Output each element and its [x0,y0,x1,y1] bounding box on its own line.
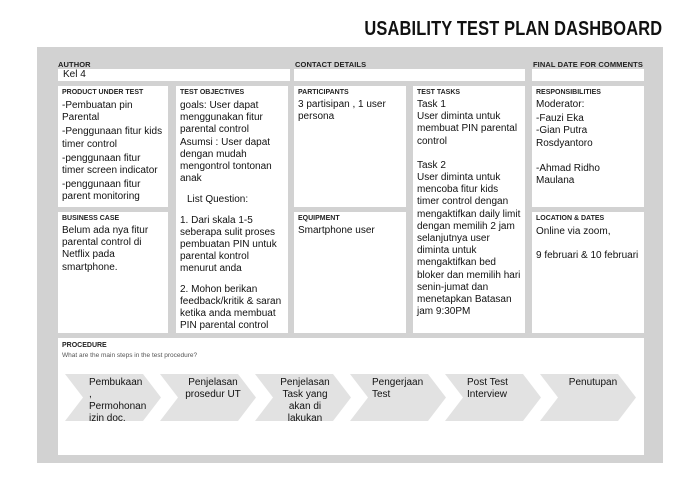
test-objectives-header: TEST OBJECTIVES [180,89,245,96]
location-dates-header: LOCATION & DATES [536,215,605,222]
page-title: USABILITY TEST PLAN DASHBOARD [364,18,662,40]
contact-field[interactable] [294,69,525,81]
moderator-label: Moderator: [536,99,585,110]
step-line: Penutupan [568,377,618,388]
test-tasks-header: TEST TASKS [417,89,461,96]
final-date-header: FINAL DATE FOR COMMENTS [533,60,643,69]
procedure-panel: PROCEDURE What are the main steps in the… [58,338,644,455]
task1-text: User diminta untuk membuat PIN parental … [417,111,518,147]
author-header: AUTHOR [58,60,91,69]
test-objectives-panel: TEST OBJECTIVES goals: User dapat menggu… [176,86,288,333]
business-case-header: BUSINESS CASE [62,215,120,222]
product-under-test-header: PRODUCT UNDER TEST [62,89,144,96]
list-question-heading: List Question: [187,194,249,206]
equipment-panel: EQUIPMENT Smartphone user [294,212,406,333]
step-line: Task yang [282,389,328,400]
contact-header: CONTACT DETAILS [295,60,367,69]
final-date-field[interactable] [532,69,644,81]
product-item: -Penggunaan fitur kids timer control [62,126,163,150]
objective-question: 2. Mohon berikan feedback/kritik & saran… [180,283,282,332]
step-line: Permohonan [89,401,147,412]
step-line: izin doc. [89,413,126,424]
procedure-step: Penjelasan prosedur UT [160,374,256,421]
chevron-arrow [540,374,636,421]
objective-goals: goals: User dapat menggunakan fitur pare… [180,100,263,136]
product-item: -penggunaan fitur parent monitoring [62,179,141,203]
participants-text: 3 partisipan , 1 user persona [298,99,386,123]
author-value: Kel 4 [63,69,86,80]
moderator-name: -Fauzi Eka [536,113,584,125]
task2-title: Task 2 [417,159,446,171]
chevron-arrow [445,374,541,421]
test-tasks-panel: TEST TASKS Task 1 User diminta untuk mem… [413,86,525,333]
procedure-step: Pengerjaan Test [350,374,446,421]
product-under-test-panel: PRODUCT UNDER TEST -Pembuatan pin Parent… [58,86,168,207]
step-line: Post Test [467,377,508,388]
step-line: lakukan [287,413,323,424]
task1-title: Task 1 [417,99,446,110]
chevron-arrow [160,374,256,421]
chevron-arrow [65,374,161,421]
responsibilities-header: RESPONSIBILITIES [536,89,601,96]
task2-text: User diminta untuk mencoba fitur kids ti… [417,172,521,318]
step-line: , [89,389,92,400]
moderator-name: -Gian Putra Rosdyantoro [536,125,593,149]
participants-header: PARTICIPANTS [298,89,349,96]
business-case-panel: BUSINESS CASE Belum ada nya fitur parent… [58,212,168,333]
procedure-step: Pembukaan , Permohonan izin doc. [65,374,161,424]
responsible-person: -Ahmad Ridho Maulana [536,162,600,187]
location-dates-panel: LOCATION & DATES Online via zoom, 9 febr… [532,212,644,333]
procedure-question: What are the main steps in the test proc… [62,352,198,359]
equipment-text: Smartphone user [298,225,375,236]
responsibilities-panel: RESPONSIBILITIES Moderator: -Fauzi Eka -… [532,86,644,207]
procedure-header: PROCEDURE [62,342,107,349]
product-item: -Pembuatan pin Parental [62,100,133,124]
equipment-header: EQUIPMENT [298,215,340,222]
author-field[interactable]: Kel 4 [58,69,290,81]
chevron-arrow [255,374,351,421]
objective-assumption: Asumsi : User dapat dengan mudah mengont… [180,136,272,185]
business-case-text: Belum ada nya fitur parental control di … [62,225,149,273]
product-item: -penggunaan fitur timer screen indicator [62,152,158,177]
procedure-step: Penutupan [540,374,636,421]
step-line: akan di [288,401,322,412]
chevron-arrow [350,374,446,421]
participants-panel: PARTICIPANTS 3 partisipan , 1 user perso… [294,86,406,207]
step-line: Interview [467,389,508,400]
step-line: Penjelasan [280,377,330,388]
dates-text: 9 februari & 10 februari [536,250,639,262]
step-line: prosedur UT [185,389,241,400]
step-line: Test [372,389,391,400]
step-line: Penjelasan [188,377,238,388]
objective-question: 1. Dari skala 1-5 seberapa sulit proses … [180,214,277,275]
step-line: Pembukaan [89,377,143,388]
step-line: Pengerjaan [372,377,424,388]
location-text: Online via zoom, [536,226,611,237]
procedure-step: Penjelasan Task yang akan di lakukan [255,374,351,424]
procedure-step: Post Test Interview [445,374,541,421]
